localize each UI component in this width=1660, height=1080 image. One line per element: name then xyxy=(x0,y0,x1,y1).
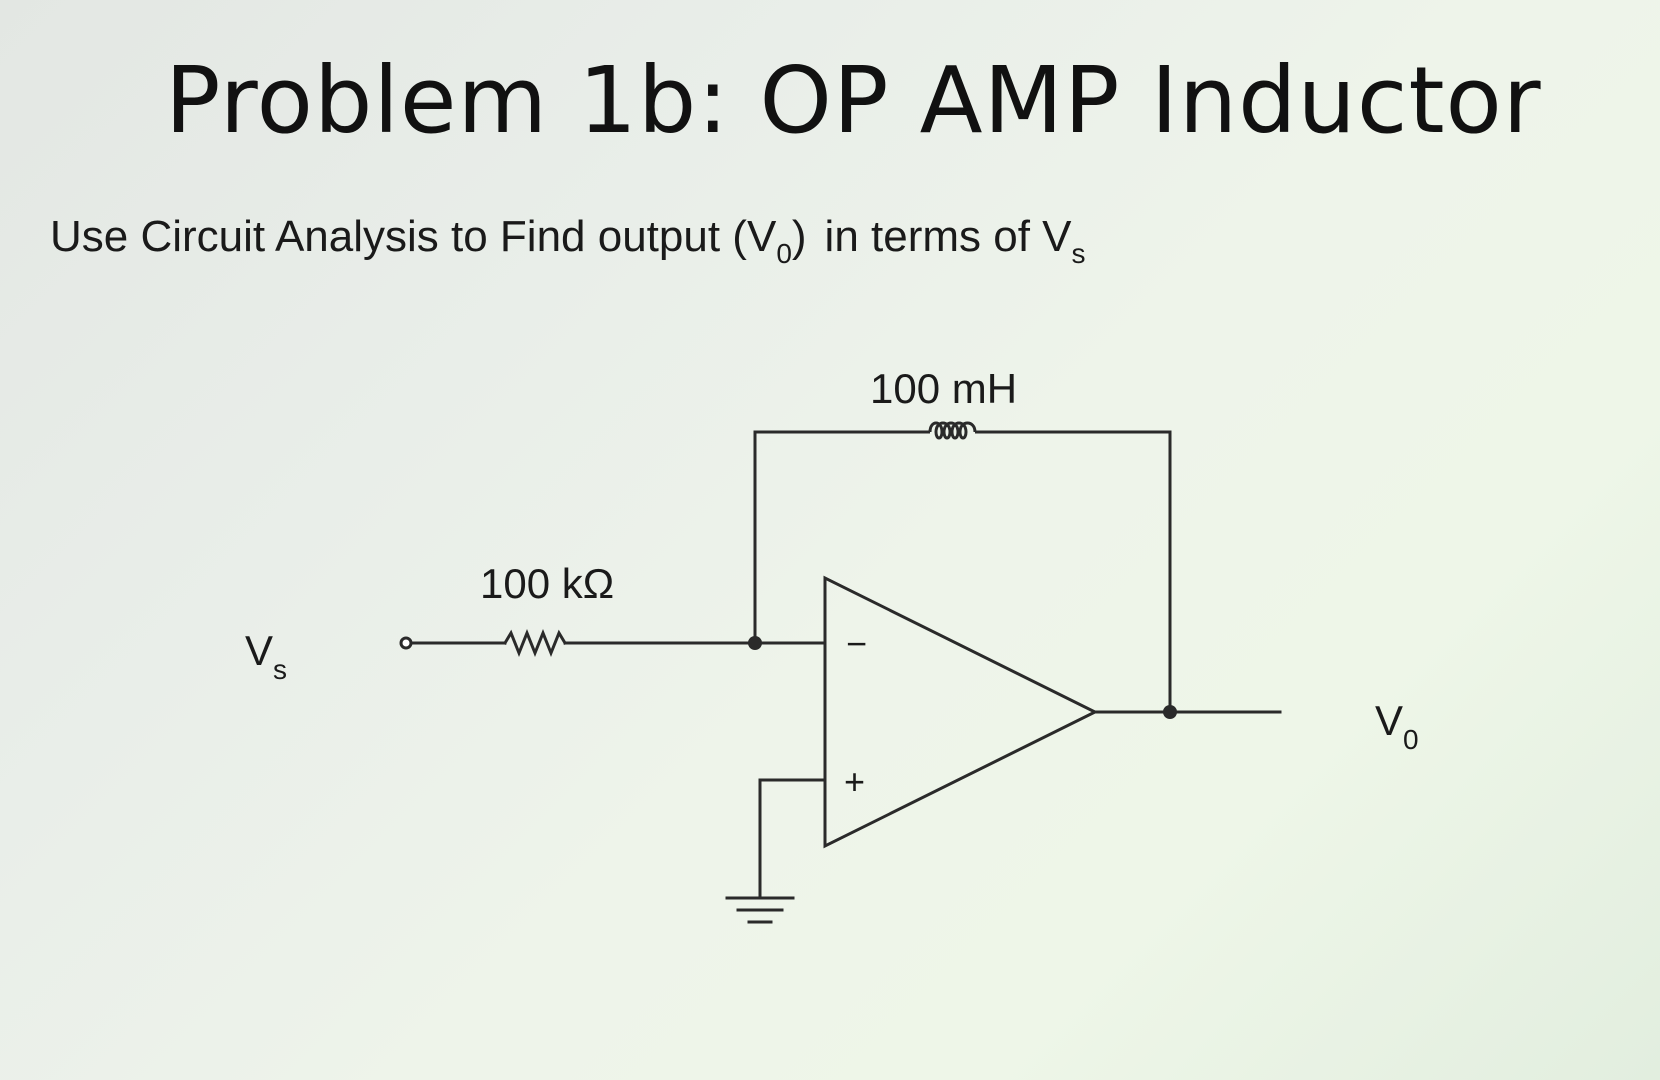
inverting-node-dot xyxy=(748,636,762,650)
inductor-symbol xyxy=(925,421,985,440)
input-terminal xyxy=(399,636,413,650)
prompt-text-3: in terms of V xyxy=(824,212,1072,261)
resistor-symbol xyxy=(502,628,568,658)
input-voltage-main: V xyxy=(245,627,273,674)
input-voltage-sub: s xyxy=(273,654,287,685)
input-voltage-label: Vs xyxy=(245,627,287,685)
noninverting-input-wire xyxy=(758,778,827,900)
feedback-right-wire xyxy=(983,430,1172,714)
output-voltage-sub: 0 xyxy=(1403,724,1419,755)
output-voltage-main: V xyxy=(1375,697,1403,744)
noninverting-sign: + xyxy=(844,761,865,802)
prompt-subscript-s: s xyxy=(1071,238,1086,269)
output-voltage-label: V0 xyxy=(1375,697,1419,755)
inverting-sign: − xyxy=(846,623,867,664)
prompt-text-1: Use Circuit Analysis to Find output (V xyxy=(50,212,777,261)
problem-prompt: Use Circuit Analysis to Find output (V0)… xyxy=(50,212,1086,270)
slide-title: Problem 1b: OP AMP Inductor xyxy=(165,47,1542,154)
prompt-subscript-0: 0 xyxy=(776,238,792,269)
inductor-label: 100 mH xyxy=(870,365,1017,412)
feedback-left-wire xyxy=(753,430,927,645)
output-node-dot xyxy=(1163,705,1177,719)
resistor-label: 100 kΩ xyxy=(480,560,614,607)
op-amp-triangle xyxy=(823,575,1099,849)
prompt-text-2: ) xyxy=(791,212,807,261)
